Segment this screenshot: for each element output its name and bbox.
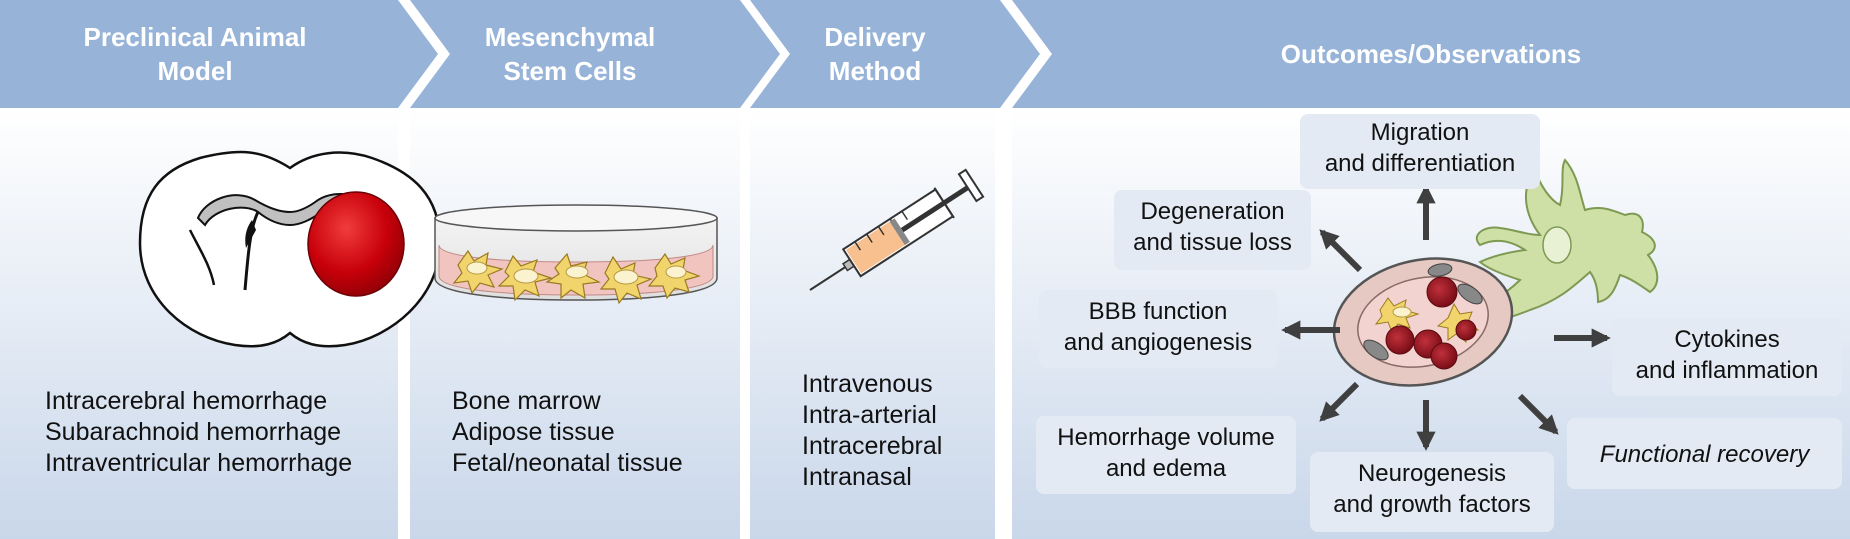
header-stem-cells: Mesenchymal Stem Cells [484,22,656,86]
panel-delivery [750,108,995,539]
source-item: Bone marrow [452,387,601,415]
source-list: Bone marrow Adipose tissue Fetal/neonata… [452,386,683,479]
model-list: Intracerebral hemorrhage Subarachnoid he… [45,386,352,479]
source-item: Fetal/neonatal tissue [452,449,683,477]
outcome-arrows [1281,184,1611,451]
outcome-functional: Functional recovery [1567,418,1842,489]
syringe-icon [809,168,985,291]
astrocyte-icon [1453,158,1659,332]
delivery-item: Intranasal [802,463,912,491]
header-chevron-3 [750,0,1040,108]
outcome-bbb: BBB function and angiogenesis [1039,290,1277,368]
outcome-migration: Migration and differentiation [1300,114,1540,189]
outcome-neurogenesis: Neurogenesis and growth factors [1310,452,1554,532]
delivery-item: Intracerebral [802,432,943,460]
header-chevron-4 [1012,0,1850,108]
model-item: Intraventricular hemorrhage [45,449,353,477]
arrow-functional [1517,393,1559,435]
hemorrhage-blob [307,191,405,297]
arrow-hemorrhage [1319,381,1360,422]
delivery-item: Intra-arterial [802,401,937,429]
petri-dish-icon [434,204,718,305]
outcome-degeneration: Degeneration and tissue loss [1114,190,1311,270]
source-item: Adipose tissue [452,418,615,446]
brain-section-icon [138,150,442,348]
delivery-item: Intravenous [802,370,933,398]
panel-stem-cells [410,108,740,539]
header-outcomes: Outcomes/Observations [1280,39,1582,69]
outcome-cytokines: Cytokines and inflammation [1612,318,1842,396]
blood-vessel-icon [1332,257,1514,387]
header-chevron-1 [0,0,438,108]
header-chevron-2 [410,0,780,108]
delivery-list: Intravenous Intra-arterial Intracerebral… [802,369,942,493]
outcome-hemorrhage: Hemorrhage volume and edema [1036,416,1296,494]
model-item: Subarachnoid hemorrhage [45,418,342,446]
arrow-degeneration [1319,229,1363,273]
header-animal-model: Preclinical Animal Model [83,22,307,86]
header-delivery: Delivery Method [824,22,926,86]
header-band [0,0,1850,108]
model-item: Intracerebral hemorrhage [45,387,328,415]
